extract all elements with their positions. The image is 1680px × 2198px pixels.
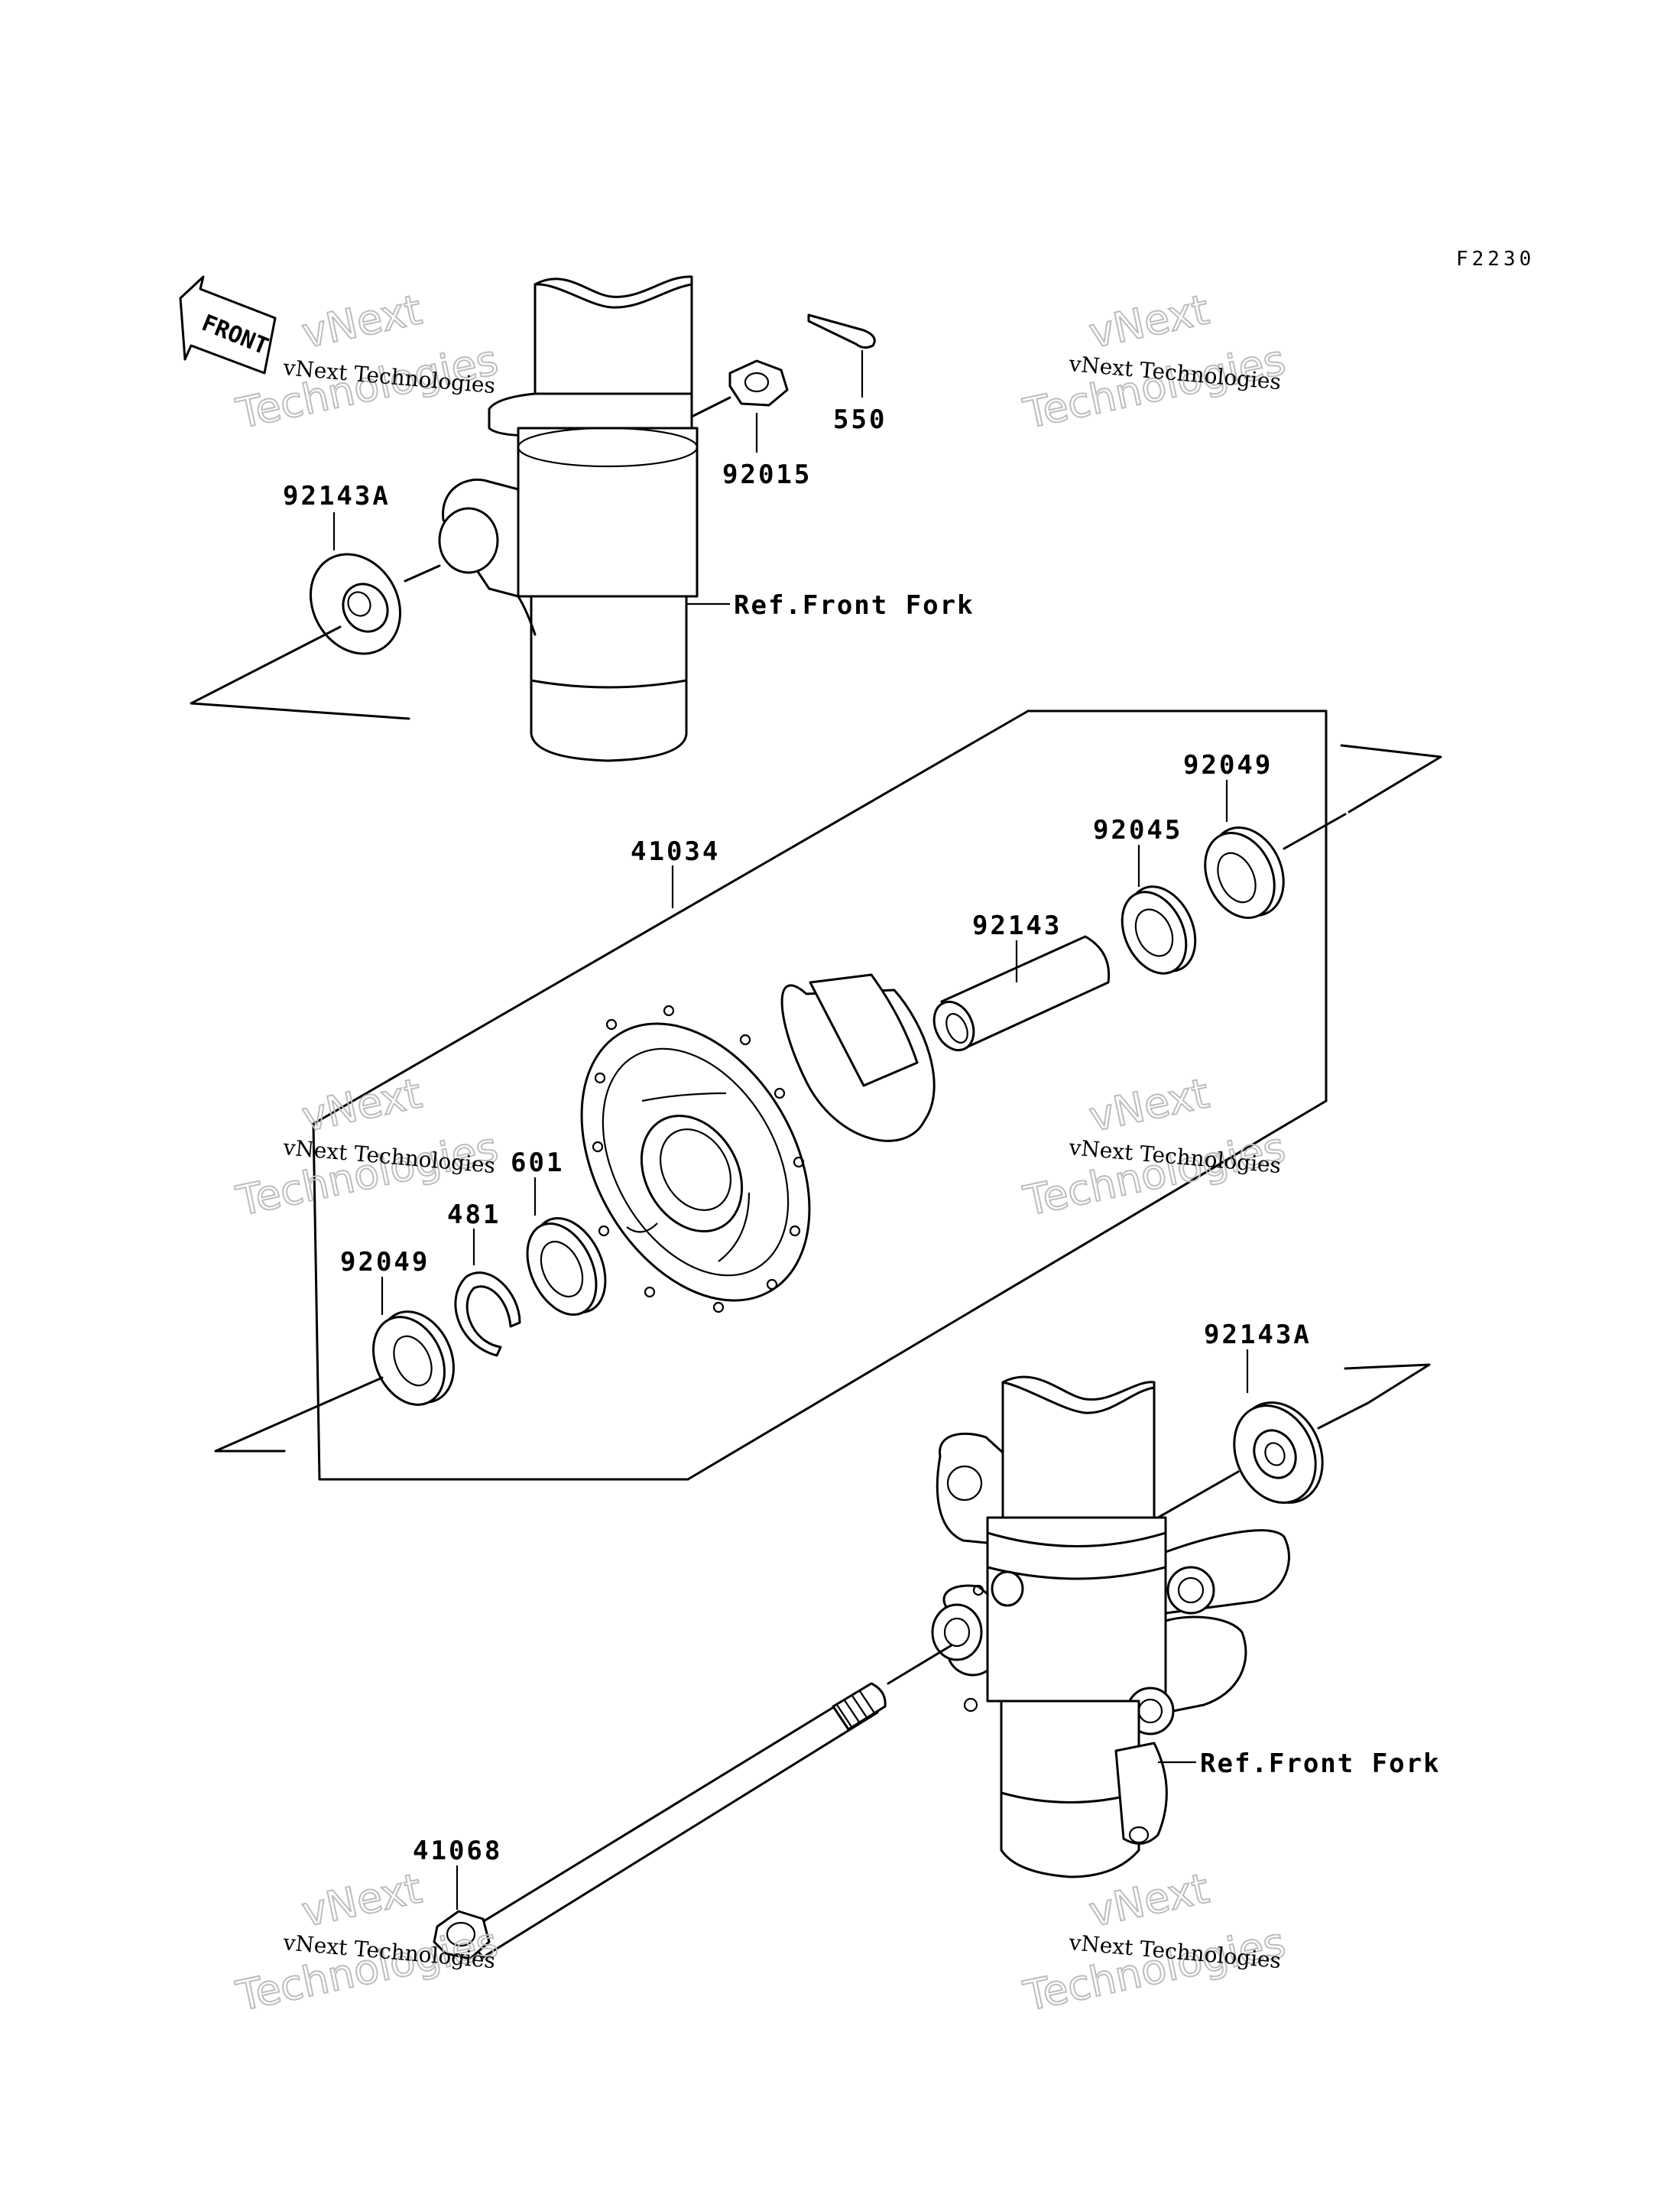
svg-text:vNext: vNext	[298, 1069, 426, 1141]
seal-92049-right: 92049	[1183, 744, 1442, 919]
label-92143A-upper: 92143A	[283, 481, 391, 511]
cotter-pin-550: 550	[807, 313, 887, 435]
label-92015: 92015	[722, 459, 812, 490]
circlip-481: 481	[447, 1200, 521, 1357]
front-arrow-icon: FRONT	[179, 275, 277, 375]
bearing-92045: 92045	[1093, 815, 1197, 975]
watermark-top-left: vNext Technologies vNext Technologies	[232, 284, 503, 439]
svg-text:vNext: vNext	[1085, 1864, 1213, 1936]
label-92049-left: 92049	[340, 1247, 430, 1278]
svg-text:vNext: vNext	[1085, 1069, 1213, 1141]
axle-41068: 41068	[413, 1644, 953, 1960]
seal-92049-left: 92049	[214, 1247, 455, 1453]
upper-front-fork	[438, 275, 699, 762]
label-92143A-lower: 92143A	[1204, 1320, 1312, 1350]
label-601: 601	[511, 1148, 564, 1178]
hub-41034	[580, 973, 936, 1313]
hub-assembly-outline: 41034	[312, 709, 1328, 1481]
collar-92143A-right: 92143A	[1156, 1320, 1431, 1519]
svg-text:vNext: vNext	[298, 1864, 426, 1936]
collar-92143A-left: 92143A	[190, 481, 441, 720]
label-92045: 92045	[1093, 815, 1182, 846]
axle-nut-92015: 92015	[690, 359, 812, 490]
label-41068: 41068	[413, 1836, 502, 1866]
label-92143: 92143	[972, 911, 1062, 941]
watermark-bottom-right: vNext Technologies vNext Technologies	[1019, 1863, 1290, 2021]
watermark-top-right: vNext Technologies vNext Technologies	[1019, 284, 1290, 439]
ref-front-fork-lower: Ref.Front Fork	[1200, 1748, 1441, 1779]
lower-front-fork	[931, 1375, 1290, 1878]
spacer-92143: 92143	[932, 911, 1111, 1052]
label-41034: 41034	[631, 836, 720, 867]
label-550: 550	[833, 404, 887, 435]
label-481: 481	[447, 1200, 501, 1230]
label-92049-right: 92049	[1183, 750, 1273, 781]
svg-text:vNext: vNext	[1085, 285, 1213, 357]
ref-front-fork-upper: Ref.Front Fork	[734, 590, 975, 621]
figure-code: F2230	[1456, 248, 1535, 271]
bearing-601: 601	[511, 1148, 607, 1317]
watermark-bottom-left: vNext Technologies vNext Technologies	[232, 1863, 503, 2021]
svg-text:vNext: vNext	[298, 285, 426, 357]
